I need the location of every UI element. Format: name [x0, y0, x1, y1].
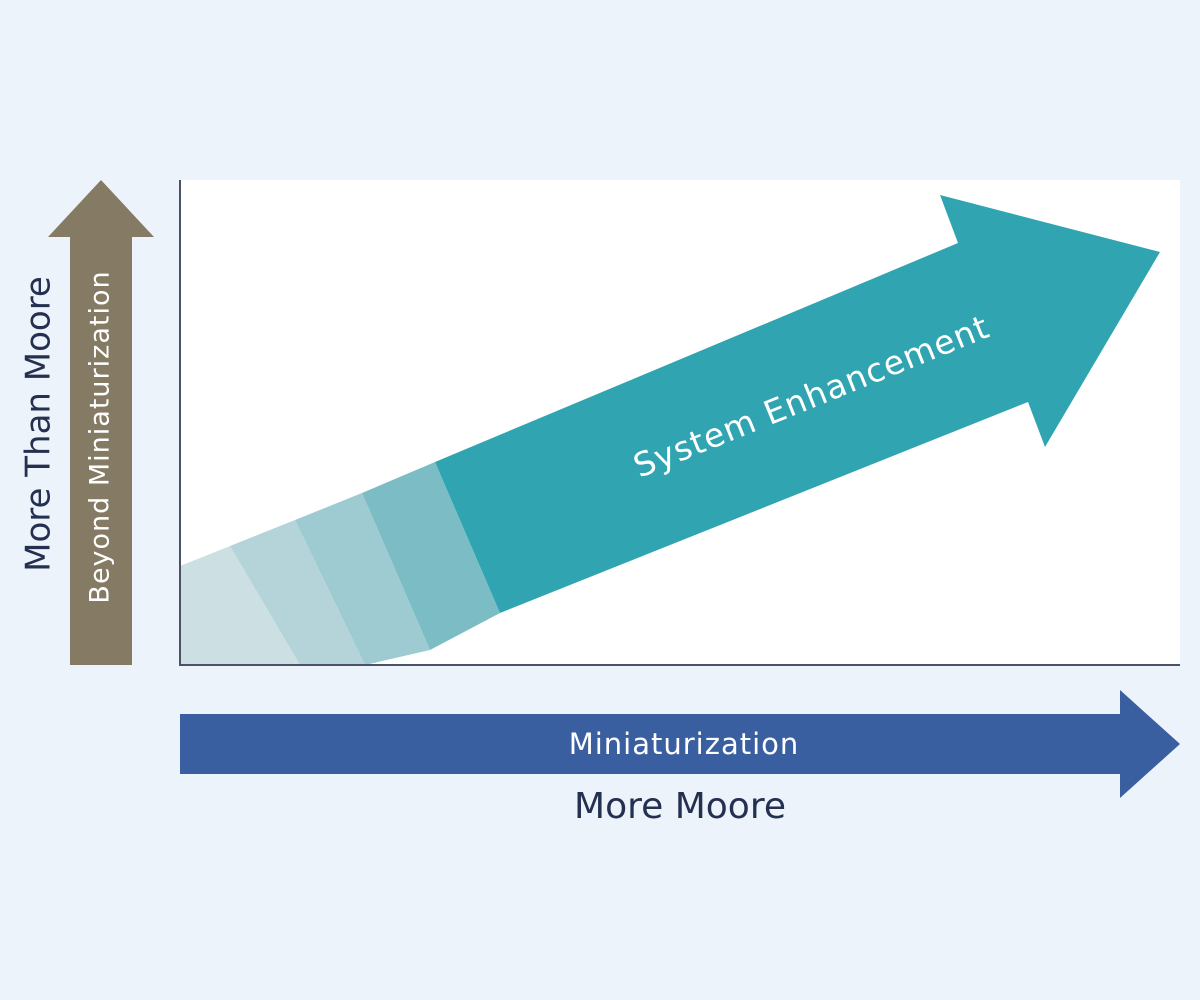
arrow-segment-2 — [230, 520, 365, 665]
horizontal-arrow — [180, 690, 1180, 798]
arrow-segment-3 — [295, 493, 430, 665]
vertical-axis-label: More Than Moore — [19, 276, 59, 572]
vertical-arrow — [48, 180, 154, 665]
arrow-segment-4 — [362, 462, 500, 650]
arrow-body — [435, 195, 1160, 613]
arrow-segment-1 — [180, 546, 300, 665]
system-enhancement-arrow — [180, 195, 1160, 665]
vertical-arrow-label: Beyond Miniaturization — [85, 270, 116, 603]
horizontal-arrow-label: Miniaturization — [569, 727, 800, 761]
horizontal-axis-label: More Moore — [574, 786, 786, 827]
